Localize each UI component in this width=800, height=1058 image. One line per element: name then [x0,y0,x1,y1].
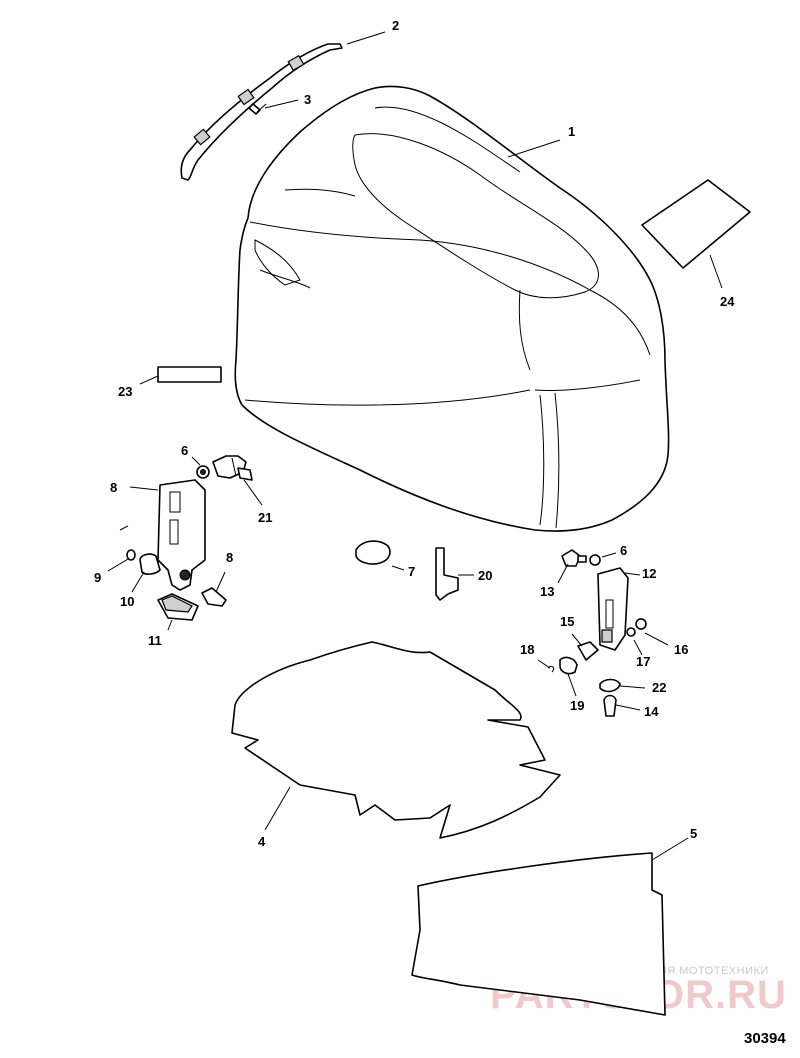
callout-11: 11 [148,633,162,648]
callout-19: 19 [570,698,584,713]
callout-24: 24 [720,294,735,309]
callout-1: 1 [568,124,575,139]
part-4-insulation-pad [231,641,561,839]
callout-17: 17 [636,654,650,669]
callout-23: 23 [118,384,132,399]
callout-15: 15 [560,614,574,629]
part-7-plug [355,540,391,565]
callout-12: 12 [642,566,656,581]
callout-3: 3 [304,92,311,107]
callout-14: 14 [644,704,659,719]
part-23-decal-strip [157,366,222,383]
callout-4: 4 [258,834,266,849]
callout-6-right: 6 [620,543,627,558]
callout-13: 13 [540,584,554,599]
callout-8-upper: 8 [110,480,117,495]
callout-10: 10 [120,594,134,609]
callout-21: 21 [258,510,272,525]
left-latch-assembly [119,455,253,621]
part-1-top-cowl [234,85,670,532]
leader-lines [107,31,723,861]
part-5-insulation-panel [411,852,666,1016]
callout-6-left: 6 [181,443,188,458]
callout-18: 18 [520,642,534,657]
callout-20: 20 [478,568,492,583]
callout-2: 2 [392,18,399,33]
callout-16: 16 [674,642,688,657]
part-2-trim-strip [180,43,343,181]
callout-22: 22 [652,680,666,695]
document-number: 30394 [744,1030,786,1047]
callout-9: 9 [94,570,101,585]
part-24-decal [641,179,751,269]
callout-7: 7 [408,564,415,579]
right-latch-assembly [547,549,647,717]
callouts: 1 2 3 4 5 6 6 7 8 8 9 10 11 12 13 14 15 … [94,18,735,849]
part-3-screw [248,103,267,115]
callout-5: 5 [690,826,697,841]
part-20-clip [435,547,459,601]
callout-8-lower: 8 [226,550,233,565]
